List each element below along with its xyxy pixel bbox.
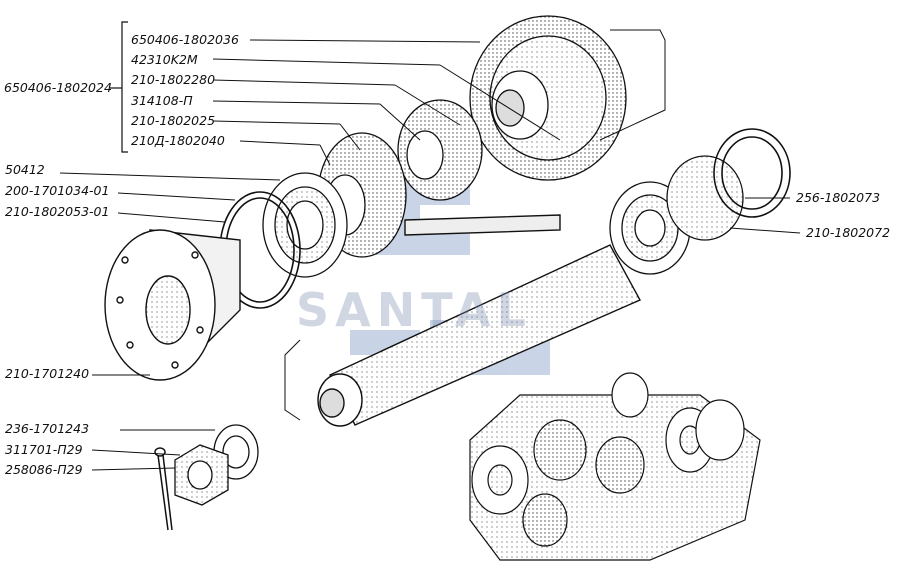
sealing-ring bbox=[713, 128, 791, 218]
part-label-236-1701243: 236-1701243 bbox=[5, 421, 90, 436]
part-label-650406-1802036: 650406-1802036 bbox=[131, 32, 239, 47]
large-gear bbox=[469, 15, 627, 181]
part-label-210-1802280: 210-1802280 bbox=[131, 72, 216, 87]
bearing-cap bbox=[666, 155, 744, 241]
castle-nut bbox=[174, 444, 229, 506]
part-label-42310k2m: 42310K2M bbox=[131, 52, 198, 67]
flange bbox=[104, 229, 241, 381]
ball-bearing-left bbox=[262, 172, 348, 278]
cotter-pin bbox=[154, 447, 173, 531]
gearbox-assembly bbox=[469, 372, 761, 561]
part-label-200-1701034-01: 200-1701034-01 bbox=[5, 183, 110, 198]
part-label-314108-p: 314108-П bbox=[131, 93, 193, 108]
part-label-650406-1802024: 650406-1802024 bbox=[4, 80, 112, 95]
main-shaft bbox=[317, 214, 641, 427]
part-label-210-1802053-01: 210-1802053-01 bbox=[5, 204, 110, 219]
part-label-210-1802025: 210-1802025 bbox=[131, 113, 216, 128]
label-bracket bbox=[110, 21, 128, 153]
part-label-210-1802072: 210-1802072 bbox=[806, 225, 891, 240]
part-label-311701-p29: 311701-П29 bbox=[5, 442, 83, 457]
part-label-210d-1802040: 210Д-1802040 bbox=[131, 133, 225, 148]
part-label-210-1701240: 210-1701240 bbox=[5, 366, 90, 381]
part-label-256-1802073: 256-1802073 bbox=[796, 190, 881, 205]
part-label-50412: 50412 bbox=[5, 162, 45, 177]
medium-gear bbox=[397, 99, 483, 201]
watermark-text: SANTAL bbox=[296, 283, 532, 337]
part-label-258086-p29: 258086-П29 bbox=[5, 462, 83, 477]
leader-lines bbox=[59, 29, 801, 471]
